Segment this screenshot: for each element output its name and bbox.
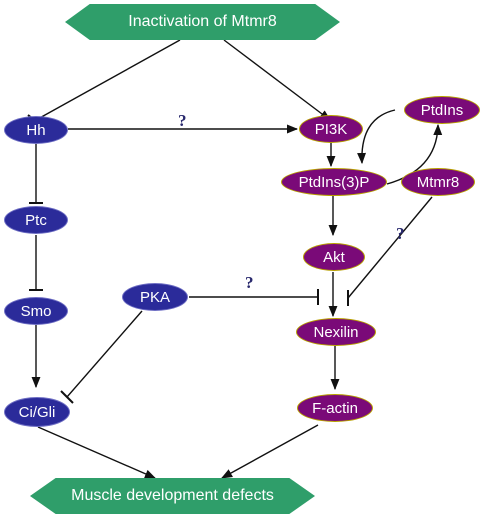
edge-pka-cigli-bar — [60, 390, 74, 404]
edge-top-pi3k — [223, 39, 331, 121]
node-nexilin: Nexilin — [296, 318, 376, 346]
node-ptc: Ptc — [4, 206, 68, 234]
node-akt: Akt — [303, 243, 365, 271]
unknown-link-hh-pi3k: ? — [178, 111, 187, 130]
node-ci-gli: Ci/Gli — [4, 397, 70, 427]
unknown-link-pka-nexilin: ? — [245, 273, 254, 292]
node-pka: PKA — [122, 283, 188, 311]
node-pi3k: PI3K — [299, 115, 363, 143]
node-inactivation-mtmr8: Inactivation of Mtmr8 — [65, 4, 340, 40]
unknown-link-mtmr8-nexilin: ? — [396, 224, 405, 243]
node-mtmr8: Mtmr8 — [401, 168, 475, 196]
edge-ptdins3p-ptdins — [386, 123, 443, 185]
edge-factin-bottom — [221, 424, 319, 479]
node-ptdins3p: PtdIns(3)P — [281, 168, 387, 196]
node-ptdins: PtdIns — [404, 96, 480, 124]
edge-cigli-bottom — [37, 426, 157, 479]
edge-ptdins-ptdins3p — [357, 109, 396, 165]
edge-mtmr8-nexilin — [347, 196, 433, 299]
node-muscle-defects: Muscle development defects — [30, 478, 315, 514]
edge-top-hh — [35, 39, 181, 121]
node-smo: Smo — [4, 297, 68, 325]
node-hh: Hh — [4, 116, 68, 144]
edge-pka-cigli — [66, 310, 143, 398]
node-f-actin: F-actin — [297, 394, 373, 422]
